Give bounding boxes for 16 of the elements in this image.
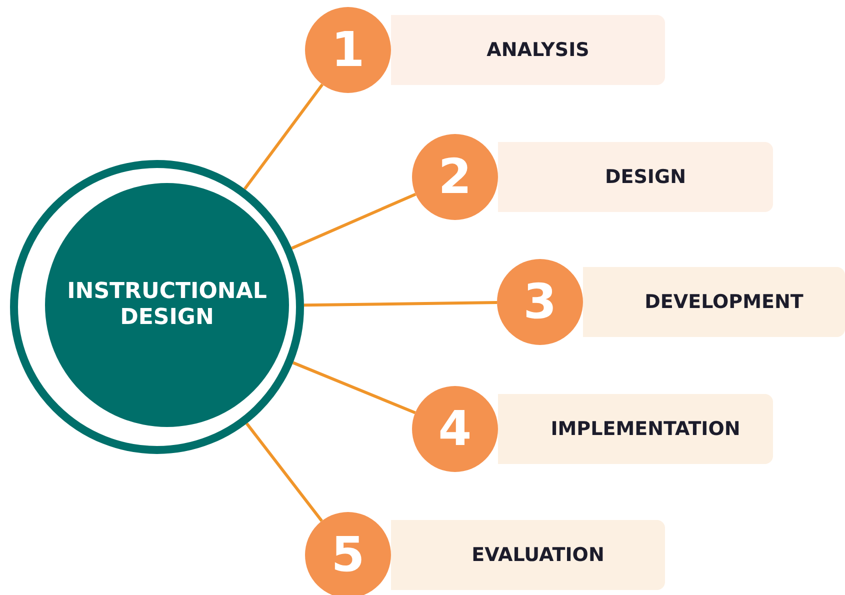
connector-line [291,192,416,250]
step-number-circle: 3 [497,259,583,345]
step-number-circle: 4 [412,386,498,472]
step-number-circle: 1 [305,7,391,93]
step-label-bar: EVALUATION [391,520,665,590]
connector-line [246,422,323,522]
step-label-bar: DESIGN [498,142,773,212]
connector-line [243,84,324,190]
connector-line [292,361,416,414]
step-label-bar: IMPLEMENTATION [498,394,773,464]
step-number-circle: 2 [412,134,498,220]
step-label-bar: ANALYSIS [391,15,665,85]
step-number-circle: 5 [305,512,391,595]
connector-line [304,301,498,307]
step-label-bar: DEVELOPMENT [583,267,845,337]
center-title: INSTRUCTIONAL DESIGN [66,278,268,332]
